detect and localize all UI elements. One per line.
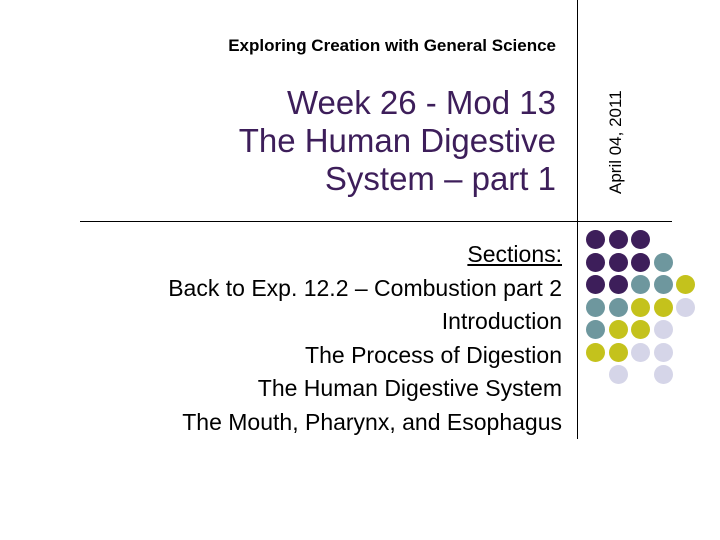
title-line: System – part 1 (324, 160, 556, 197)
decorative-dot (653, 365, 673, 384)
decorative-dot (586, 342, 605, 362)
decorative-dot (676, 297, 695, 317)
decorative-dot (586, 320, 605, 339)
decorative-dot (586, 230, 605, 249)
section-item: Back to Exp. 12.2 – Combustion part 2 (168, 274, 562, 301)
slide-title: Week 26 - Mod 13 The Human Digestive Sys… (120, 84, 556, 198)
decorative-dot (608, 252, 628, 272)
decorative-dot (631, 297, 650, 317)
decorative-dot (631, 275, 650, 294)
decorative-dot (608, 275, 628, 294)
decorative-dot (608, 230, 628, 249)
title-line: Week 26 - Mod 13 (286, 84, 556, 121)
section-item: The Process of Digestion (305, 341, 562, 368)
decorative-dot (608, 297, 628, 317)
decorative-dot (676, 275, 695, 294)
course-header: Exploring Creation with General Science (228, 36, 556, 55)
decorative-dot (608, 365, 628, 384)
decorative-dot (653, 275, 673, 294)
decorative-dot (653, 297, 673, 317)
decorative-dot (653, 320, 673, 339)
section-item: Introduction (441, 308, 562, 334)
slide-date: April 04, 2011 (606, 90, 625, 194)
decorative-dot (586, 275, 605, 294)
decorative-dot (653, 252, 673, 272)
decorative-dot (631, 320, 650, 339)
horizontal-divider (80, 221, 672, 222)
decorative-dot (631, 230, 650, 249)
title-line: The Human Digestive (238, 122, 556, 159)
decorative-dot (608, 320, 628, 339)
decorative-dot (608, 342, 628, 362)
sections-heading: Sections: (467, 241, 562, 267)
sections-list: Sections: Back to Exp. 12.2 – Combustion… (60, 238, 562, 439)
section-item: The Human Digestive System (257, 375, 562, 401)
decorative-dot (631, 252, 650, 272)
vertical-divider-bottom (577, 221, 578, 439)
decorative-dot (631, 342, 650, 362)
decorative-dot (653, 342, 673, 362)
decorative-dot (586, 297, 605, 317)
vertical-divider-top (577, 0, 578, 221)
section-item: The Mouth, Pharynx, and Esophagus (182, 408, 562, 435)
decorative-dot (586, 252, 605, 272)
decorative-dot-grid (586, 230, 706, 415)
